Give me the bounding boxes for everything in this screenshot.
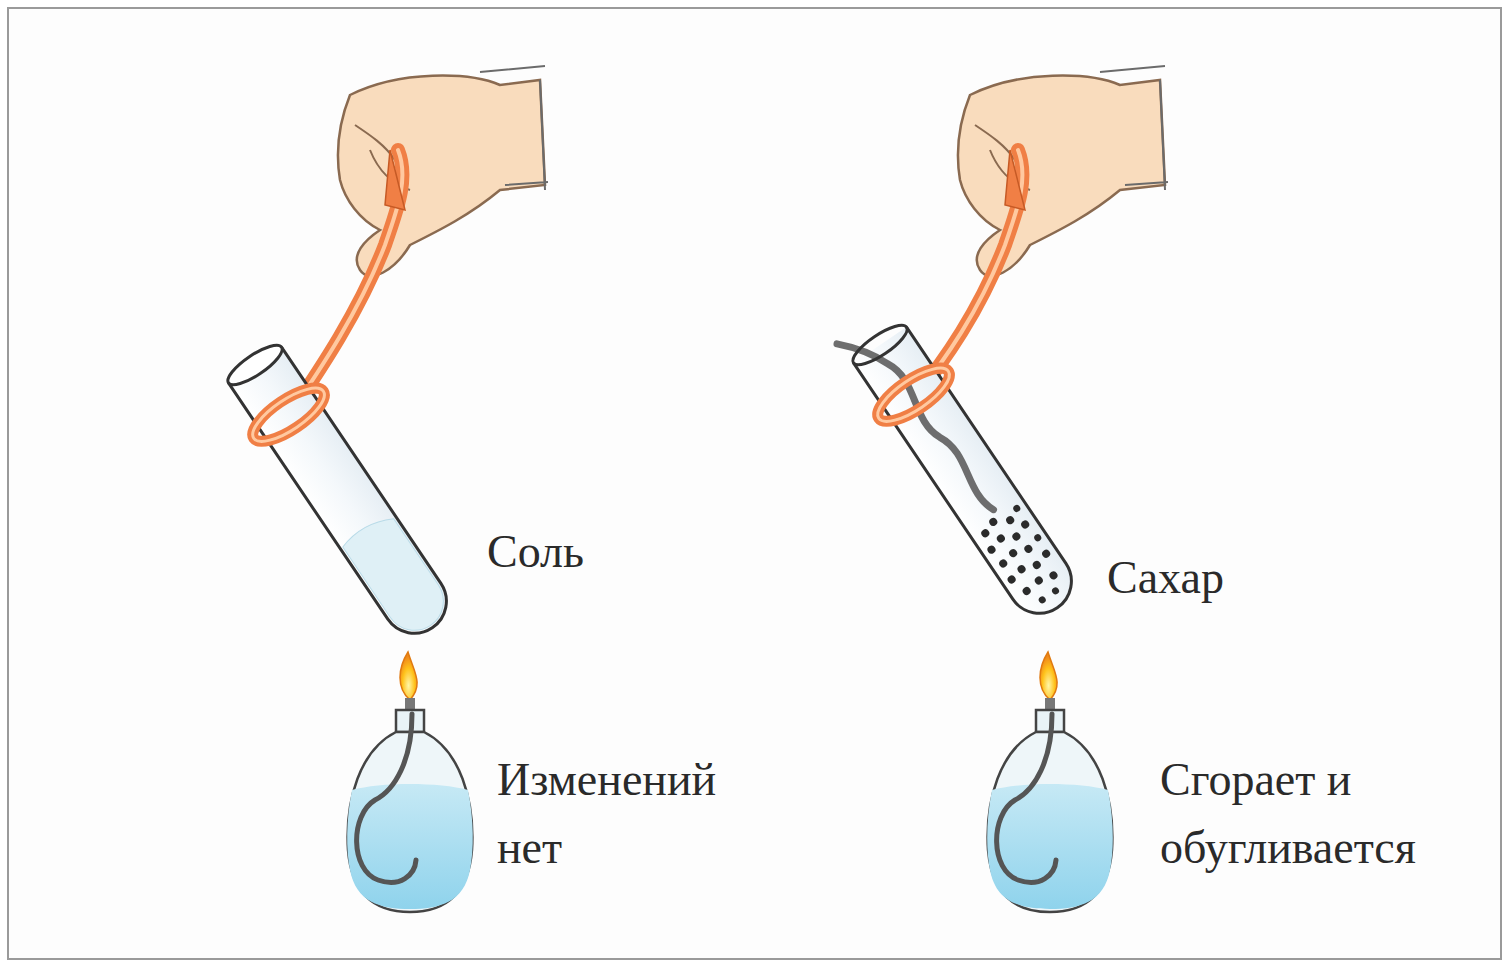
test-tube xyxy=(215,333,467,651)
right-scene xyxy=(831,66,1168,912)
caption-label: Соль xyxy=(487,518,647,586)
hand xyxy=(958,66,1168,276)
caption-label: Изменений нет xyxy=(497,746,727,882)
frame xyxy=(8,8,1501,959)
caption-label: Сгорает и обугливается xyxy=(1160,746,1460,882)
tongs xyxy=(289,150,402,415)
test-tube xyxy=(831,301,1092,632)
caption-label: Сахар xyxy=(1107,544,1277,612)
hand xyxy=(338,66,548,276)
spirit-lamp xyxy=(987,652,1113,912)
spirit-lamp xyxy=(347,652,473,912)
sugar-particles xyxy=(974,501,1073,613)
smoke xyxy=(837,322,995,530)
